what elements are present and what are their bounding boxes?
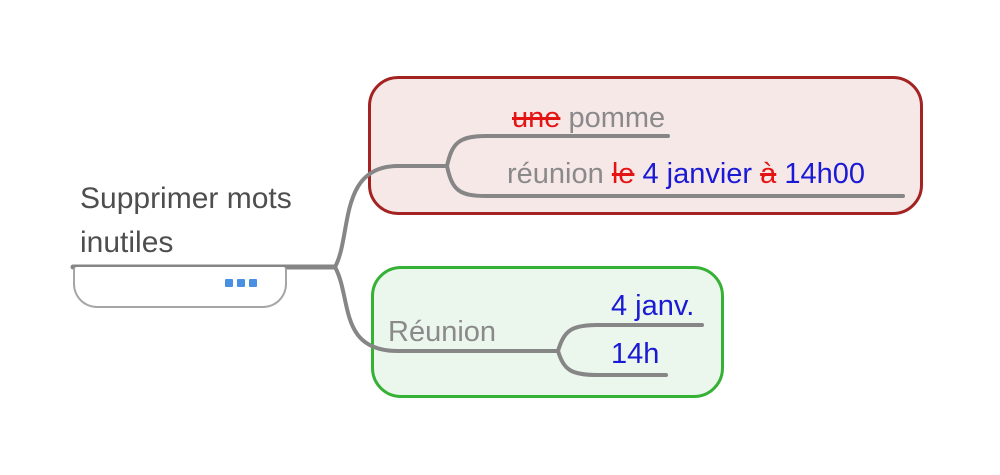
node-text: réunion	[507, 158, 612, 190]
root-node-label[interactable]: Supprimer mots inutiles	[80, 182, 292, 259]
node-reunion-detail[interactable]: réunion le 4 janvier à 14h00	[507, 160, 865, 189]
deleted-word: une	[512, 102, 561, 134]
root-node-body[interactable]	[73, 267, 287, 308]
node-date[interactable]: 4 janv.	[611, 290, 695, 322]
kept-text: 14h00	[776, 158, 865, 190]
node-reunion[interactable]: Réunion	[388, 316, 497, 348]
folded-content-dots-icon[interactable]	[225, 279, 257, 287]
deleted-word: le	[611, 158, 635, 190]
group-box-deleted-words[interactable]	[368, 76, 923, 215]
deleted-word: à	[760, 158, 777, 190]
node-time[interactable]: 14h	[611, 338, 660, 370]
node-text: pomme	[560, 102, 666, 134]
node-pomme[interactable]: une pomme	[512, 104, 665, 133]
kept-text: 4 janvier	[634, 158, 761, 190]
